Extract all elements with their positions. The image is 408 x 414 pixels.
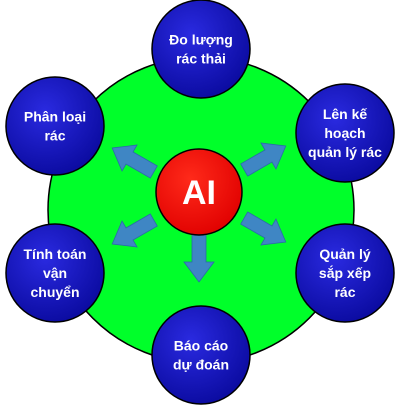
arrow-bottom bbox=[183, 233, 215, 283]
node-label: Phân loại bbox=[24, 109, 86, 125]
node-top: Đo lượng rác thải bbox=[151, 0, 251, 99]
node-label: sắp xếp bbox=[319, 264, 371, 281]
node-label: rác thải bbox=[176, 51, 226, 67]
node-upper-right: Lên kế hoạch quản lý rác bbox=[295, 83, 395, 183]
center-node bbox=[155, 148, 243, 236]
node-label: Đo lượng bbox=[169, 32, 233, 48]
node-circle bbox=[151, 0, 251, 99]
node-circle bbox=[151, 305, 251, 405]
arrow-lower-left bbox=[111, 213, 158, 248]
node-circle bbox=[295, 223, 395, 323]
node-label: Lên kế bbox=[323, 106, 368, 122]
center-label: AI bbox=[182, 174, 216, 212]
node-label: rác bbox=[334, 284, 355, 300]
node-circle bbox=[5, 76, 105, 176]
node-label: Báo cáo bbox=[174, 338, 228, 354]
node-label: vận bbox=[43, 265, 67, 281]
node-label: chuyển bbox=[30, 284, 79, 300]
node-upper-left: Phân loại rác bbox=[5, 76, 105, 176]
node-label: Quản lý bbox=[319, 246, 371, 262]
arrow-lower-right bbox=[240, 211, 287, 246]
node-label: hoạch bbox=[324, 125, 365, 141]
arrow-upper-left bbox=[111, 144, 158, 179]
arrow-upper-right bbox=[240, 142, 287, 177]
node-circle bbox=[295, 83, 395, 183]
node-label: quản lý rác bbox=[308, 144, 382, 160]
node-label: Tính toán bbox=[24, 246, 87, 262]
node-circle bbox=[5, 223, 105, 323]
node-label: rác bbox=[44, 128, 65, 144]
node-bottom: Báo cáo dự đoán bbox=[151, 305, 251, 405]
node-lower-right: Quản lý sắp xếp rác bbox=[295, 223, 395, 323]
node-label: dự đoán bbox=[173, 357, 229, 373]
node-lower-left: Tính toán vận chuyển bbox=[5, 223, 105, 323]
